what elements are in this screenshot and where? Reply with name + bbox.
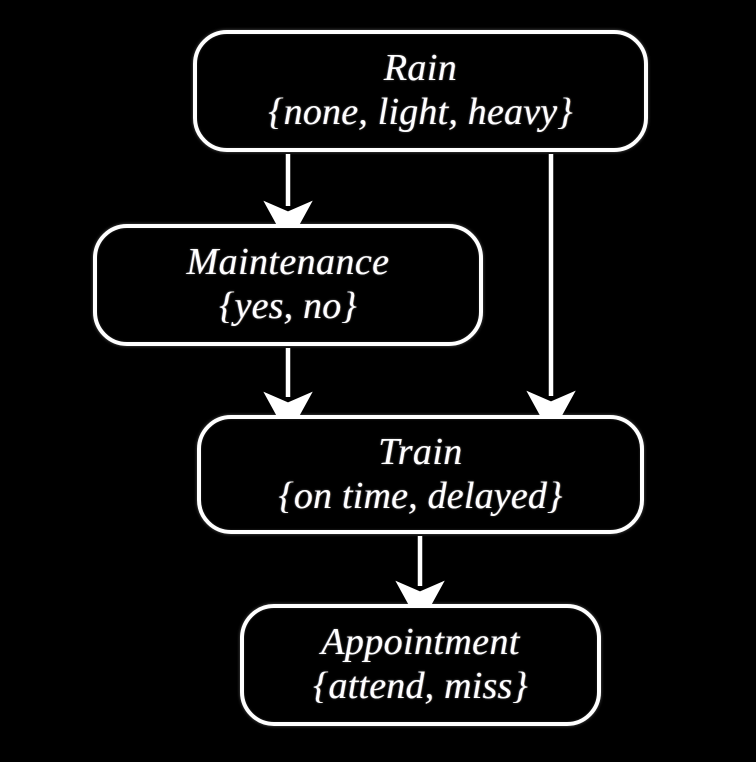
node-train-states: {on time, delayed} — [278, 474, 563, 517]
node-maintenance-states: {yes, no} — [219, 285, 357, 328]
node-rain-states: {none, light, heavy} — [268, 91, 573, 134]
node-rain[interactable]: Rain {none, light, heavy} — [193, 30, 648, 152]
node-appointment-states: {attend, miss} — [313, 665, 528, 708]
node-rain-label: Rain — [383, 47, 458, 90]
node-appointment[interactable]: Appointment {attend, miss} — [240, 604, 601, 726]
node-maintenance-label: Maintenance — [186, 241, 390, 284]
node-train[interactable]: Train {on time, delayed} — [197, 415, 644, 534]
node-maintenance[interactable]: Maintenance {yes, no} — [93, 224, 483, 346]
node-appointment-label: Appointment — [321, 621, 520, 664]
node-train-label: Train — [378, 430, 463, 473]
